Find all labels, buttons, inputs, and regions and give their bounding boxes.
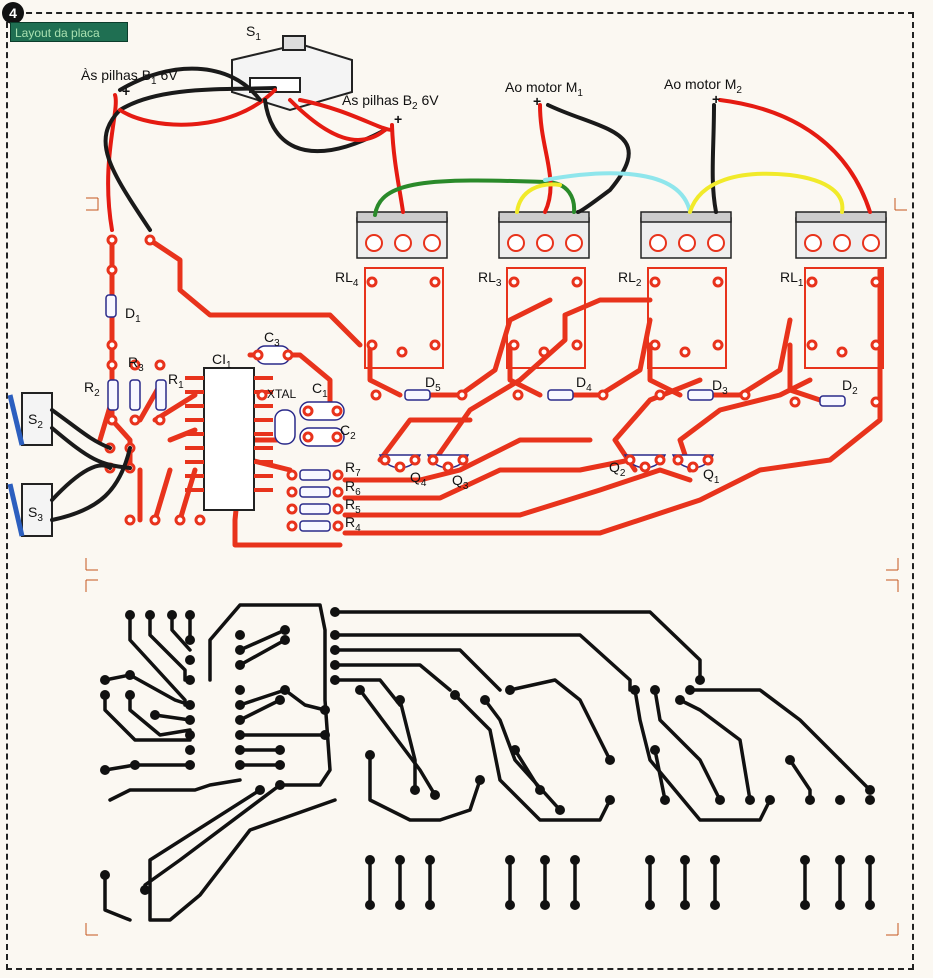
label-d4: D4 — [576, 374, 592, 394]
component-pads — [104, 234, 882, 532]
label-s2: S2 — [28, 411, 43, 431]
plus-m1: + — [533, 93, 542, 109]
label-r2: R2 — [84, 379, 100, 399]
relays — [364, 267, 884, 369]
label-q1: Q1 — [703, 466, 720, 486]
registration-marks — [85, 197, 907, 936]
label-xtal: XTAL — [267, 387, 297, 401]
label-d3: D3 — [712, 377, 728, 397]
header-label: Layout da placa — [10, 22, 128, 42]
label-motor-m1: Ao motor M1 — [505, 79, 583, 99]
terminal-blocks — [356, 211, 887, 259]
label-s3: S3 — [28, 504, 43, 524]
label-rl2: RL2 — [618, 269, 642, 289]
label-r4: R4 — [345, 514, 361, 534]
component-side-traces — [97, 237, 883, 548]
figure-frame — [6, 12, 914, 970]
label-q2: Q2 — [609, 459, 626, 479]
label-q4: Q4 — [410, 469, 427, 489]
label-c2: C2 — [340, 422, 356, 442]
label-r6: R6 — [345, 478, 361, 498]
label-d5: D5 — [425, 374, 441, 394]
label-q3: Q3 — [452, 472, 469, 492]
label-c3: C3 — [264, 329, 280, 349]
ic-pins — [185, 376, 273, 492]
label-motor-m2: Ao motor M2 — [664, 76, 742, 96]
label-d1: D1 — [125, 305, 141, 325]
label-c1: C1 — [312, 380, 328, 400]
figure-number-badge: 4 — [2, 2, 24, 24]
label-battery-b2: Às pilhas B2 6V — [342, 92, 439, 112]
label-battery-b1: Às pilhas B1 6V — [81, 67, 178, 87]
resistors — [105, 294, 846, 532]
label-r3: R3 — [128, 354, 144, 374]
plus-m2: + — [712, 91, 721, 107]
label-s1: S1 — [246, 23, 261, 43]
external-wires — [50, 66, 872, 522]
label-r1: R1 — [168, 371, 184, 391]
label-rl4: RL4 — [335, 269, 359, 289]
label-rl1: RL1 — [780, 269, 804, 289]
label-d2: D2 — [842, 377, 858, 397]
label-ci1: CI1 — [212, 351, 232, 371]
copper-side-traces — [103, 603, 872, 922]
plus-b1: + — [122, 83, 131, 99]
switch-s2-s3 — [7, 392, 53, 537]
plus-b2: + — [394, 111, 403, 127]
copper-pads — [100, 607, 875, 910]
label-rl3: RL3 — [478, 269, 502, 289]
label-r5: R5 — [345, 496, 361, 516]
terminal-screws — [365, 234, 880, 252]
switch-s1 — [231, 35, 353, 112]
ic-ci1-body — [203, 367, 255, 511]
label-r7: R7 — [345, 459, 361, 479]
